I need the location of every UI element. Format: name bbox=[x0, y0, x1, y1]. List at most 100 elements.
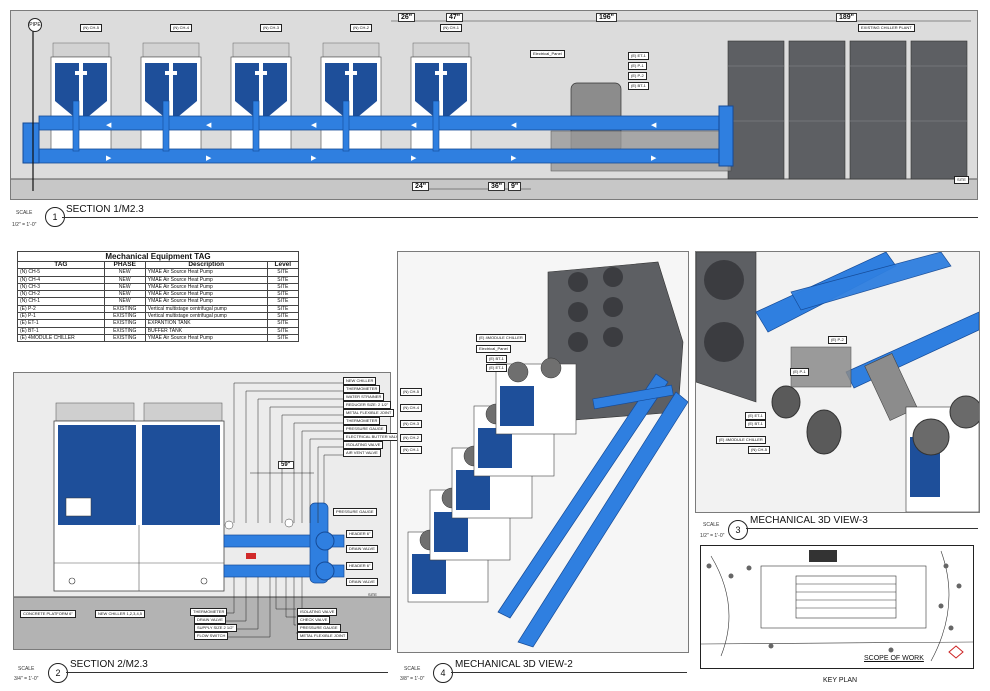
section2-callout: DRAIN VALVE bbox=[194, 616, 226, 624]
section2-callout: REDUCER SIZE: 2 1/2" bbox=[343, 401, 392, 409]
svg-text:▶: ▶ bbox=[311, 155, 317, 162]
view2-tag: (E) ET-1 bbox=[486, 364, 507, 372]
section1-dim-189: 189" bbox=[836, 13, 857, 22]
section2-callout: SUPPLY SIZE 2 1/2" bbox=[194, 624, 237, 632]
section2-drawing bbox=[13, 372, 391, 650]
view3-drawing bbox=[695, 251, 980, 513]
table-cell-description: EXPANTION TANK bbox=[144, 319, 268, 328]
section1-dim-24: 24" bbox=[412, 182, 430, 191]
view2-scale-label: SCALE bbox=[404, 666, 421, 672]
keyplan-drawing bbox=[700, 545, 974, 669]
section2-scale-value: 3/4" = 1'-0" bbox=[14, 676, 39, 682]
section1-svg: ◀◀◀ ◀◀◀ ▶▶▶ ▶▶▶ bbox=[11, 20, 977, 199]
section1-dim-26: 26" bbox=[398, 13, 416, 22]
section2-callout: ISOLATING VALVE bbox=[297, 608, 338, 616]
svg-text:◀: ◀ bbox=[651, 122, 657, 129]
table-cell-phase: EXISTING bbox=[103, 333, 146, 343]
section1-dim-36: 36" bbox=[488, 182, 506, 191]
section1-panel-label: Electrical_Panel bbox=[530, 50, 565, 58]
section2-callout: DRAIN VALVE bbox=[346, 545, 378, 553]
section2-callout: FLOW SWITCH bbox=[194, 632, 229, 640]
table-cell-phase: EXISTING bbox=[103, 304, 146, 314]
table-cell-phase: NEW bbox=[103, 297, 146, 306]
table-cell-level: SITE bbox=[266, 297, 300, 306]
svg-text:◀: ◀ bbox=[511, 122, 517, 129]
section2-platform-label: CONCRETE PLATFORM 6" bbox=[20, 610, 76, 618]
section1-title: SECTION 1/M2.3 bbox=[66, 204, 144, 215]
table-cell-description: YMAE Air Source Heat Pump bbox=[144, 297, 268, 306]
section1-tank-tag-1: (E) ET-1 bbox=[628, 52, 649, 60]
section2-dim-59: 59" bbox=[278, 461, 294, 469]
section2-callout: HEADER 6" bbox=[346, 530, 374, 538]
section1-scale-label: SCALE bbox=[16, 210, 33, 216]
view3-tag: (E) 4MODULE CHILLER bbox=[716, 436, 766, 444]
view3-tag: (N) CH-5 bbox=[748, 446, 770, 454]
section1-tag-ch2: (N) CH-2 bbox=[350, 24, 372, 32]
table-cell-description: Vertical multistage centrifugal pump bbox=[144, 312, 268, 321]
svg-text:◀: ◀ bbox=[206, 122, 212, 129]
svg-text:▶: ▶ bbox=[511, 155, 517, 162]
view3-svg bbox=[696, 252, 979, 512]
table-cell-description: YMAE Air Source Heat Pump bbox=[144, 268, 268, 277]
keyplan-title: KEY PLAN bbox=[823, 677, 858, 684]
section2-title-rule bbox=[66, 672, 388, 673]
keyplan-scope-label: SCOPE OF WORK bbox=[864, 655, 924, 662]
table-cell-tag: (E) P-2 bbox=[17, 304, 105, 314]
section2-callout: ELECTRICAL BUTTER VALVE bbox=[343, 433, 405, 441]
section2-chiller-label: NEW CHILLER 1,2,3,4,5 bbox=[95, 610, 146, 618]
table-cell-level: SITE bbox=[266, 319, 300, 328]
svg-text:▶: ▶ bbox=[651, 155, 657, 162]
section2-callout: ISOLATING VALVE bbox=[343, 441, 384, 449]
section1-drawing: ◀◀◀ ◀◀◀ ▶▶▶ ▶▶▶ bbox=[10, 10, 978, 200]
view2-tag: (N) CH-4 bbox=[400, 404, 422, 412]
section1-tag-ch4: (N) CH-4 bbox=[170, 24, 192, 32]
svg-text:◀: ◀ bbox=[106, 122, 112, 129]
view3-tag: (E) P-2 bbox=[828, 336, 847, 344]
section2-callout: DRAIN VALVE bbox=[346, 578, 378, 586]
section2-callout: WATER STRAINER bbox=[343, 393, 385, 401]
view3-number: 3 bbox=[728, 520, 748, 540]
section1-scale-value: 1/2" = 1'-0" bbox=[12, 222, 37, 228]
table-cell-phase: EXISTING bbox=[103, 326, 146, 335]
heat-pump-unit bbox=[410, 42, 472, 162]
section1-tag-ch5: (N) CH-5 bbox=[80, 24, 102, 32]
view2-drawing bbox=[397, 251, 689, 653]
table-cell-tag: (N) CH-3 bbox=[17, 282, 105, 292]
section2-callout: PRESSURE GAUGE bbox=[297, 624, 341, 632]
view2-tag: (E) BT-1 bbox=[486, 355, 507, 363]
section2-callout: PRESSURE GAUGE bbox=[333, 508, 377, 516]
table-cell-level: SITE bbox=[266, 282, 300, 292]
heat-pump-unit bbox=[50, 42, 112, 162]
view2-scale-value: 3/8" = 1'-0" bbox=[400, 676, 425, 682]
section2-callout: CHECK VALVE bbox=[297, 616, 331, 624]
section2-callout: METAL FLEXIBLE JOINT bbox=[297, 632, 349, 640]
table-cell-level: SITE bbox=[266, 275, 300, 284]
table-cell-phase: NEW bbox=[103, 268, 146, 277]
svg-text:▶: ▶ bbox=[411, 155, 417, 162]
table-cell-level: SITE bbox=[266, 312, 300, 321]
keyplan-svg bbox=[701, 550, 973, 662]
svg-text:◀: ◀ bbox=[311, 122, 317, 129]
table-cell-phase: EXISTING bbox=[103, 312, 146, 321]
table-cell-phase: EXISTING bbox=[103, 319, 146, 328]
view2-svg bbox=[407, 261, 688, 648]
section1-dim-47: 47" bbox=[446, 13, 464, 22]
table-header-tag: TAG bbox=[17, 260, 105, 270]
section2-scale-label: SCALE bbox=[18, 666, 35, 672]
table-cell-level: SITE bbox=[266, 333, 300, 343]
section2-svg bbox=[14, 382, 390, 649]
view3-tag: (E) ET-1 bbox=[745, 412, 766, 420]
table-cell-phase: NEW bbox=[103, 290, 146, 299]
view2-title: MECHANICAL 3D VIEW-2 bbox=[455, 659, 573, 670]
section2-number: 2 bbox=[48, 663, 68, 683]
heat-pump-unit-3d bbox=[495, 357, 577, 435]
view2-number: 4 bbox=[433, 663, 453, 683]
table-cell-phase: NEW bbox=[103, 275, 146, 284]
